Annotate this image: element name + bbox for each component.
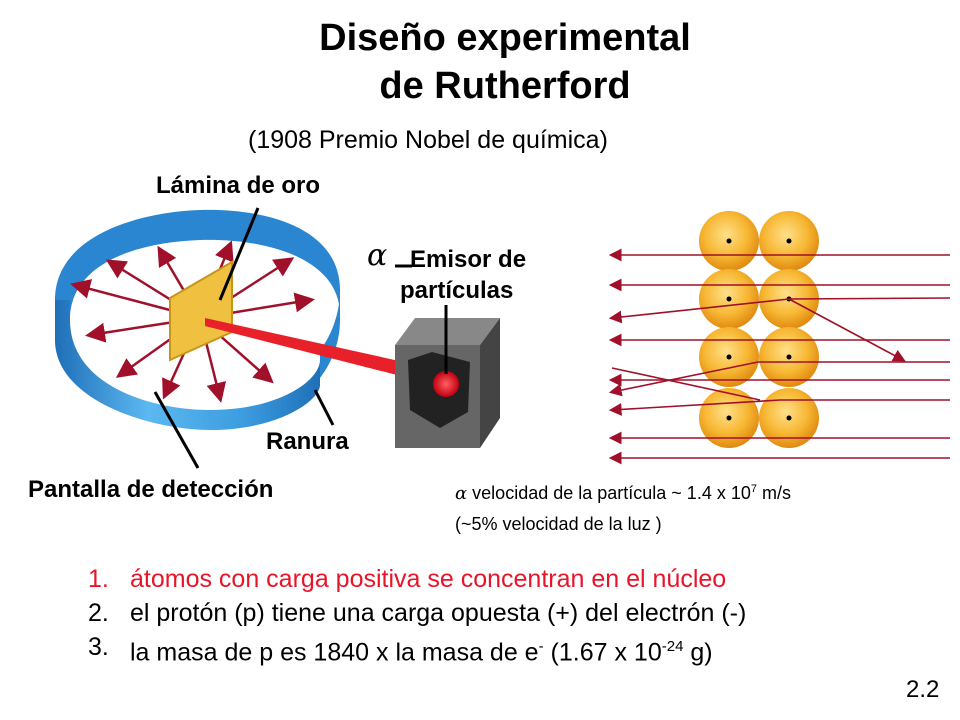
fact-text-part: g) [690,638,713,667]
fact-item: 1. átomos con carga positiva se concentr… [88,562,746,596]
subtitle: (1908 Premio Nobel de química) [248,126,608,154]
facts-list: 1. átomos con carga positiva se concentr… [88,562,746,669]
particle-emitter-box [395,318,500,448]
emitter-label-line-2: partículas [400,277,514,304]
alpha-beam [205,318,440,386]
fact-item: 2. el protón (p) tiene una carga opuesta… [88,596,746,630]
fact-text-part: (1.67 x 10 [550,638,662,667]
page-number: 2.2 [906,676,940,703]
title-line-1: Diseño experimental [319,17,691,59]
gold-foil-label: Lámina de oro [156,172,321,199]
alpha-velocity-text: velocidad de la partícula ~ 1.4 x 10 [472,483,751,503]
alpha-velocity-unit: m/s [762,483,791,503]
slit-label: Ranura [266,428,349,455]
fact-item: 3. la masa de p es 1840 x la masa de e- … [88,630,746,669]
alpha-velocity-note: α velocidad de la partícula ~ 1.4 x 107 … [455,474,791,539]
emitter-label-line-1: Emisor de [410,246,527,273]
light-speed-note: (~5% velocidad de la luz ) [455,514,662,534]
alpha-velocity-exponent: 7 [750,483,757,495]
fact-superscript: - [538,638,544,655]
detection-screen-label: Pantalla de detección [28,476,274,503]
atom-trajectories [608,248,951,465]
pointer-lines [153,207,448,469]
title-line-2: de Rutherford [379,65,631,107]
fact-number: 3. [88,633,109,661]
fact-text: átomos con carga positiva se concentran … [130,565,727,593]
alpha-symbol: α [367,238,388,273]
page-title: Diseño experimental de Rutherford [0,14,960,110]
gold-atom-grid [699,211,819,448]
fact-superscript: -24 [661,638,684,655]
alpha-note-symbol: α [455,483,468,504]
fact-number: 1. [88,565,109,593]
gold-foil [169,260,233,362]
fact-number: 2. [88,599,109,627]
fact-text: la masa de p es 1840 x la masa de e- (1.… [130,630,713,669]
fact-text: el protón (p) tiene una carga opuesta (+… [130,599,747,627]
fact-text-part: la masa de p es 1840 x la masa de e [130,638,539,667]
